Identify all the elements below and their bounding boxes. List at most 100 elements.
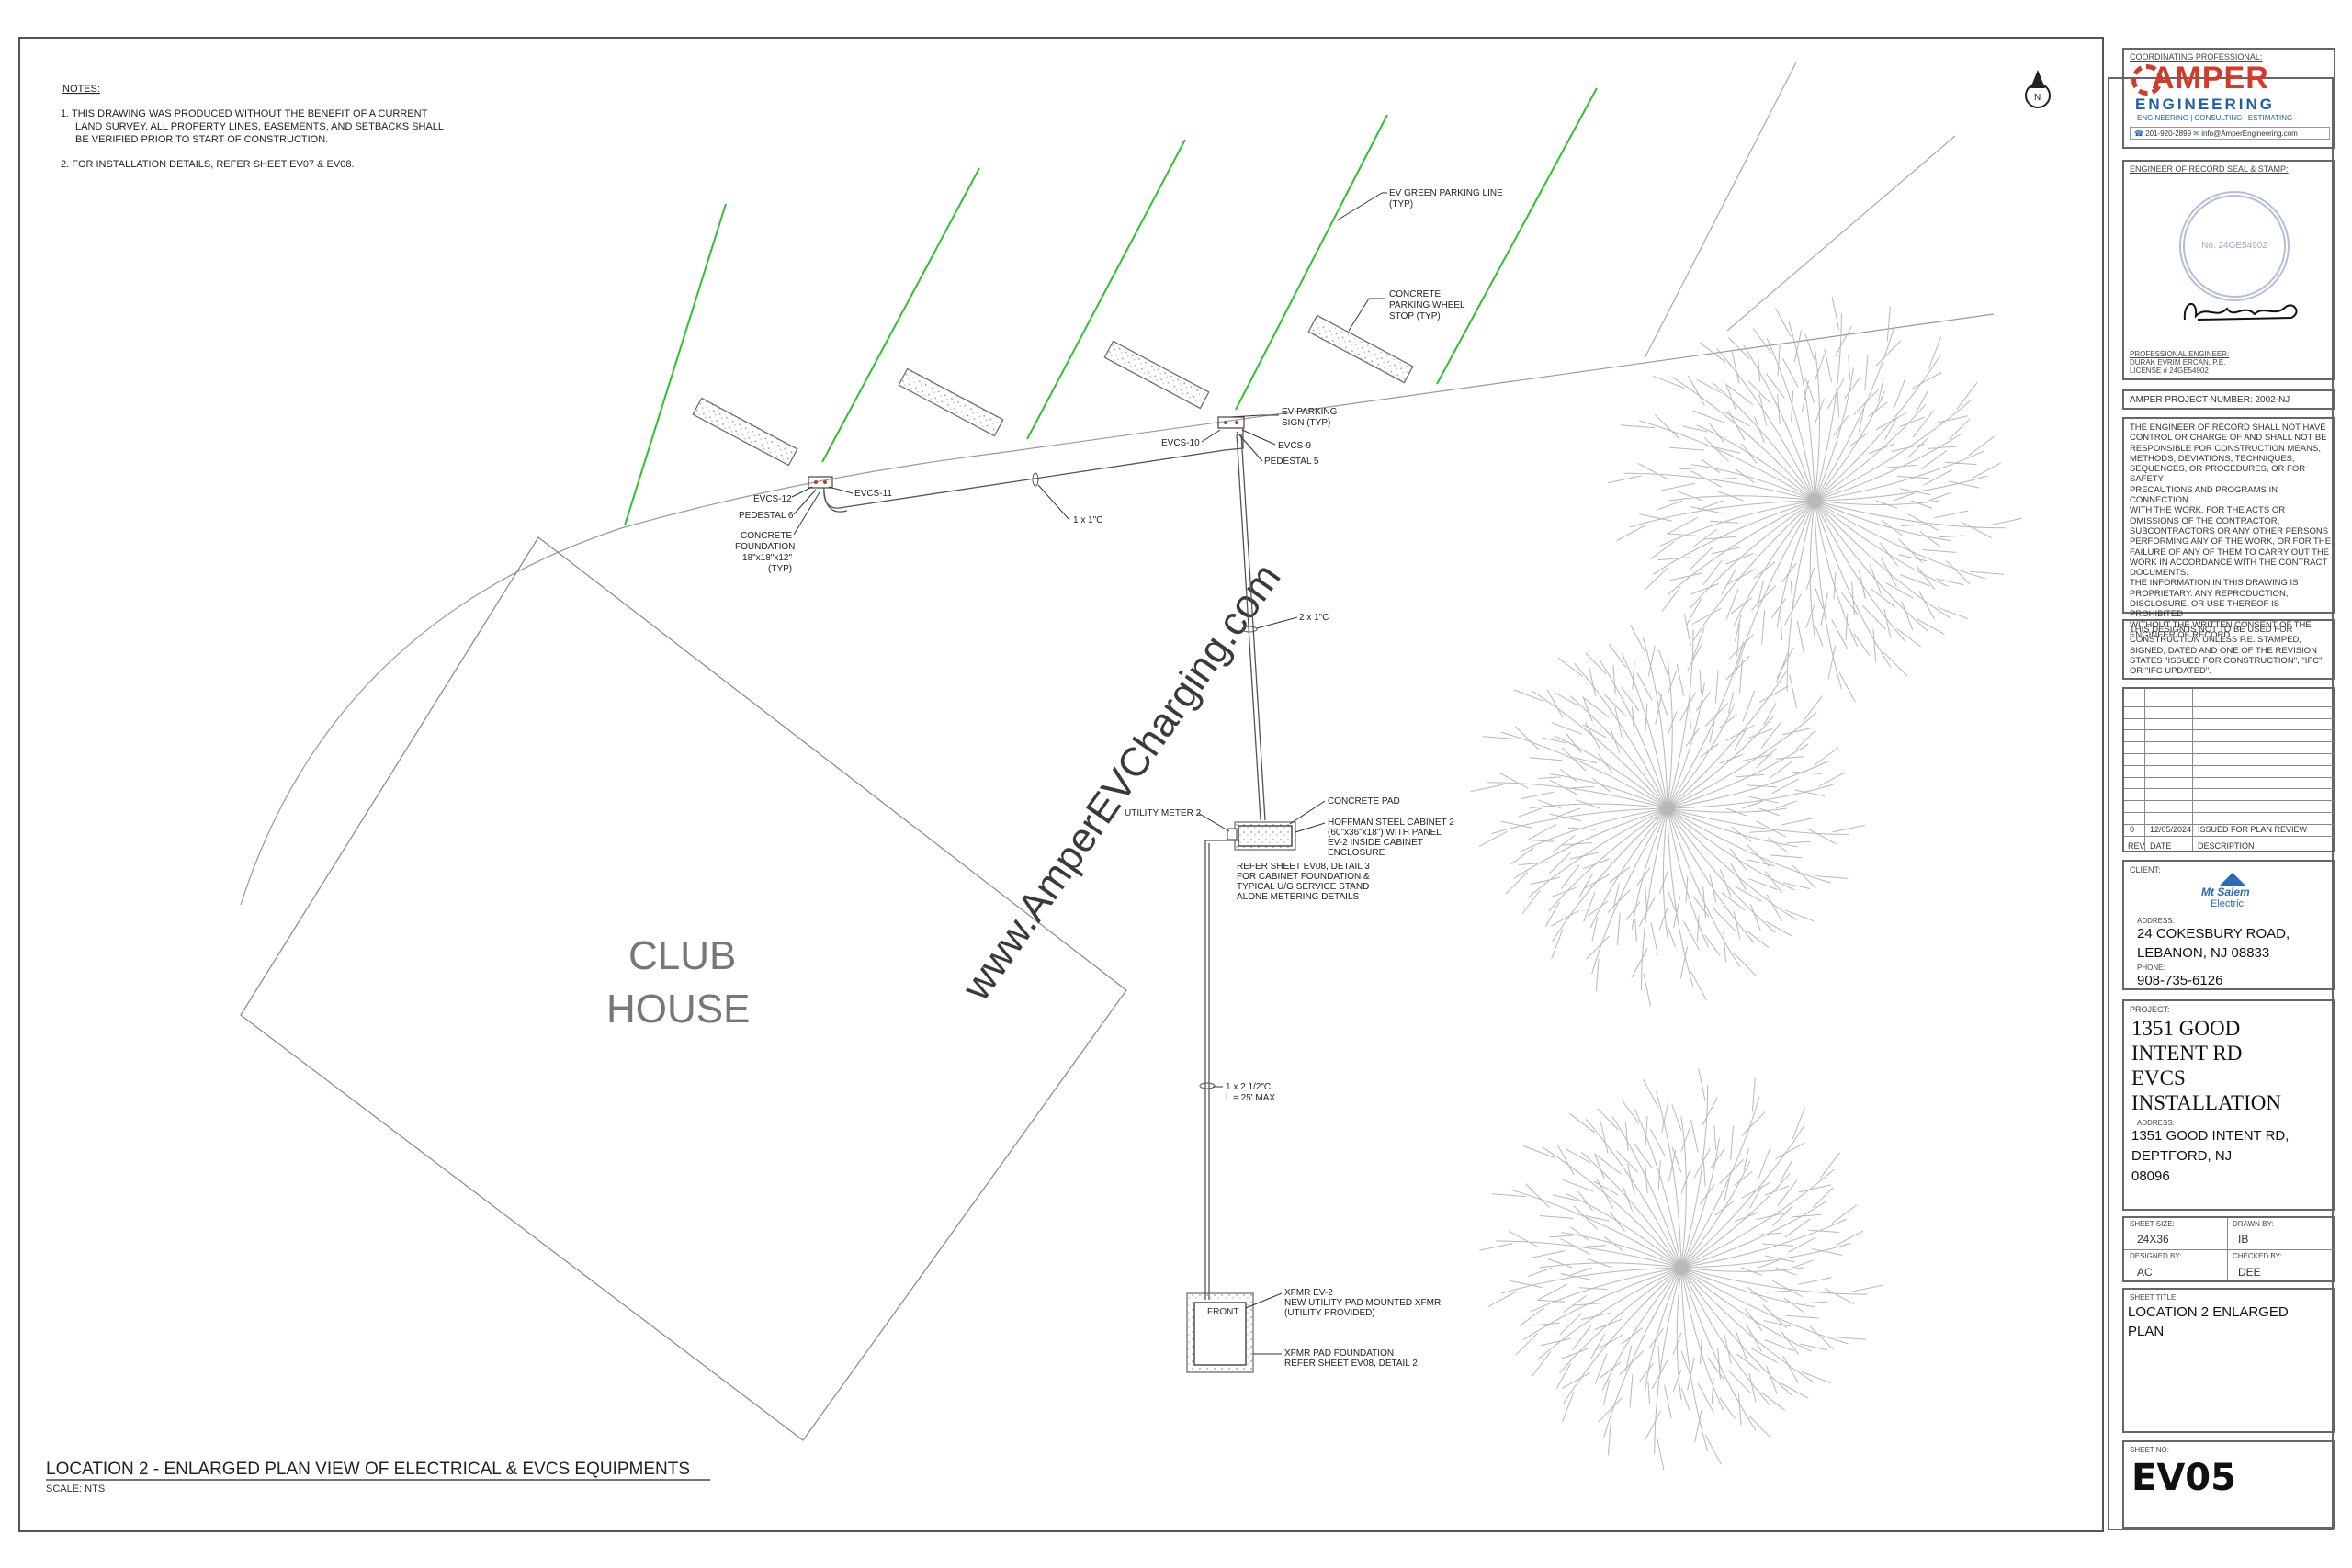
pe-seal: No. 24GE54902 [2179, 191, 2290, 301]
plan-drawing: NOTES: 1. THIS DRAWING WAS PRODUCED WITH… [46, 62, 2051, 1495]
ev-green-parking-lines [624, 87, 1598, 526]
label-xfmr-2: NEW UTILITY PAD MOUNTED XFMR [1284, 1298, 1441, 1308]
label-foundation-1: CONCRETE [741, 531, 792, 541]
revision-table: 0 12/05/2024 ISSUED FOR PLAN REVIEW REV … [2122, 687, 2335, 852]
note-2: 2. FOR INSTALLATION DETAILS, REFER SHEET… [61, 159, 355, 170]
drawing-scale: SCALE: NTS [46, 1483, 105, 1495]
sheet-title-1: LOCATION 2 ENLARGED [2128, 1304, 2289, 1320]
pe-name: DURAK EVRIM ERCAN, P.E. [2130, 358, 2226, 367]
disclaimer-line: THE ENGINEER OF RECORD SHALL NOT HAVE [2130, 423, 2326, 433]
disclaimer-line: CONTROL OR CHARGE OF AND SHALL NOT BE [2130, 433, 2327, 444]
tree-symbol [1479, 1067, 1884, 1471]
disclaimer-line: DOCUMENTS. [2130, 568, 2188, 579]
disclaimer-line: PROPRIETARY. ANY REPRODUCTION, [2130, 588, 2289, 599]
rev-header-description: DESCRIPTION [2198, 841, 2255, 851]
label-foundation-4: (TYP) [768, 564, 792, 574]
client-address-1: 24 COKESBURY ROAD, [2137, 926, 2290, 942]
label-xfmr-1: XFMR EV-2 [1284, 1288, 1333, 1298]
tree-symbol [1470, 614, 1865, 1007]
project-number: AMPER PROJECT NUMBER: 2002-NJ [2130, 395, 2290, 405]
disclaimer-line: OMISSIONS OF THE CONTRACTOR, [2130, 515, 2280, 526]
label-conduit-3b: L = 25' MAX [1226, 1093, 1275, 1103]
label-cabinet-1: HOFFMAN STEEL CABINET 2 [1328, 818, 1454, 828]
amper-phone: 201-920-2899 [2145, 130, 2192, 138]
sheet-number-box: SHEET NO: EV05 [2122, 1440, 2335, 1529]
disclaimer-line: PRECAUTIONS AND PROGRAMS IN CONNECTION [2130, 484, 2278, 506]
label-pedestal5: PEDESTAL 5 [1264, 457, 1319, 467]
label-wheel-stop-1: CONCRETE [1389, 289, 1441, 299]
disclaimer-line: SEQUENCES, OR PROCEDURES, OR FOR SAFETY [2130, 464, 2306, 485]
construction-note-line: THIS DESIGN IS NOT TO BE USED FOR [2130, 625, 2293, 635]
label-xfmr-3: (UTILITY PROVIDED) [1284, 1308, 1375, 1318]
sheet-info-box: SHEET SIZE: 24X36 DRAWN BY: IB DESIGNED … [2122, 1216, 2335, 1282]
disclaimer-line: ENGINEER OF RECORD. [2130, 629, 2233, 640]
north-arrow-icon: N [2025, 70, 2051, 108]
checked-by: DEE [2238, 1266, 2261, 1279]
parking-wheel-stops [692, 314, 1414, 467]
project-address-2: DEPTFORD, NJ [2132, 1148, 2233, 1164]
note-1-line-2: LAND SURVEY. ALL PROPERTY LINES, EASEMEN… [75, 121, 444, 132]
concrete-pad [1234, 821, 1296, 851]
label-evcs10: EVCS-10 [1161, 438, 1200, 448]
tree-branches [1470, 614, 1865, 1007]
amper-logo-line1: AMPER [2152, 61, 2269, 96]
disclaimer-line: RESPONSIBLE FOR CONSTRUCTION MEANS, [2130, 443, 2321, 454]
label-wheel-stop-2: PARKING WHEEL [1389, 300, 1465, 310]
note-1-line-3: BE VERIFIED PRIOR TO START OF CONSTRUCTI… [75, 134, 328, 145]
xfmr-front-label: FRONT [1207, 1307, 1238, 1317]
sheet-title-2: PLAN [2128, 1324, 2165, 1339]
designed-by: AC [2137, 1266, 2153, 1279]
sheet-title-label: SHEET TITLE: [2130, 1293, 2178, 1302]
project-address-1: 1351 GOOD INTENT RD, [2132, 1128, 2290, 1144]
drawing-border [18, 37, 2104, 1532]
revision-row-line [2124, 823, 2334, 825]
designed-by-label: DESIGNED BY: [2130, 1252, 2182, 1260]
hoffman-cabinet [1238, 825, 1293, 847]
rev-header-date: DATE [2150, 841, 2172, 851]
client-phone: 908-735-6126 [2137, 973, 2223, 988]
sheet-size-label: SHEET SIZE: [2130, 1220, 2175, 1228]
seal-box: ENGINEER OF RECORD SEAL & STAMP: No. 24G… [2122, 160, 2335, 380]
revision-row-line [2124, 741, 2334, 743]
client-logo-line1: Mt Salem [2201, 886, 2250, 898]
project-name-2: INTENT RD [2132, 1042, 2243, 1065]
label-cabinet-4: ENCLOSURE [1328, 848, 1385, 858]
pedestal-6 [808, 476, 833, 489]
club-house-label-1: CLUB [628, 933, 736, 978]
revision-row-line [2124, 705, 2334, 707]
label-conduit-3a: 1 x 2 1/2"C [1226, 1082, 1271, 1092]
rev-description: ISSUED FOR PLAN REVIEW [2198, 825, 2308, 834]
tree-branches [1607, 296, 2022, 709]
rev-date: 12/05/2024 [2150, 825, 2192, 834]
revision-col-line [2192, 689, 2193, 851]
revision-row-line [2124, 717, 2334, 719]
watermark: www.AmperEVCharging.com [953, 556, 1289, 1010]
project-box: PROJECT: 1351 GOOD INTENT RD EVCS INSTAL… [2122, 999, 2335, 1211]
sheet-info-divider [2124, 1249, 2334, 1250]
pe-label: PROFESSIONAL ENGINEER: [2130, 350, 2230, 358]
label-xfmr-pad-1: XFMR PAD FOUNDATION [1284, 1348, 1394, 1359]
disclaimer-line: PERFORMING ANY OF THE WORK, OR FOR THE [2130, 536, 2332, 547]
revision-row-line [2124, 764, 2334, 766]
label-detail3-4: ALONE METERING DETAILS [1237, 892, 1360, 902]
coordinating-label: COORDINATING PROFESSIONAL: [2130, 52, 2263, 62]
revision-row-line [2124, 776, 2334, 778]
label-wheel-stop-3: STOP (TYP) [1389, 311, 1441, 321]
north-label: N [2034, 93, 2041, 103]
property-line [1726, 135, 1956, 332]
conduit-tag [1199, 1082, 1216, 1089]
property-line [1644, 62, 1797, 359]
project-number-box: AMPER PROJECT NUMBER: 2002-NJ [2122, 389, 2335, 410]
conduit-tag [1032, 472, 1039, 487]
club-house [240, 536, 1127, 1441]
construction-note-line: STATES "ISSUED FOR CONSTRUCTION", "IFC" [2130, 655, 2323, 666]
curb-arc [240, 527, 622, 906]
revision-row-line [2124, 729, 2334, 731]
title-block [2108, 77, 2334, 1530]
project-name-4: INSTALLATION [2132, 1091, 2281, 1114]
construction-note-line: OR "IFC UPDATED". [2130, 666, 2211, 677]
